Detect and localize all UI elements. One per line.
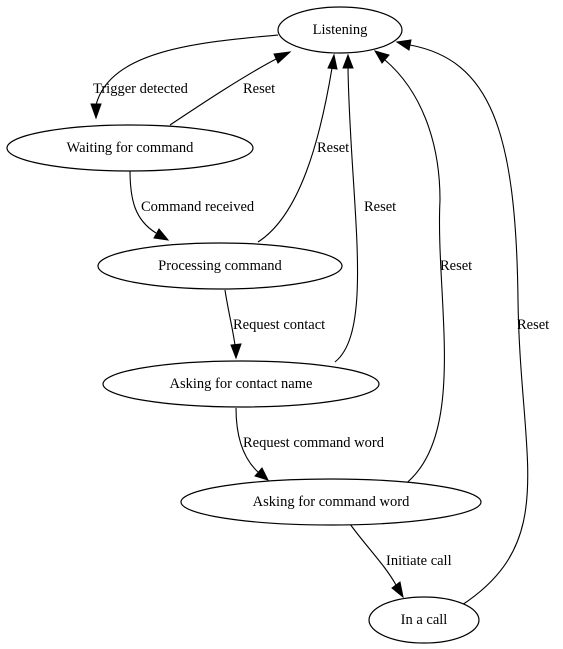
node-asking-command-word: Asking for command word [180,478,482,526]
node-processing-label: Processing command [158,258,282,274]
edge-processing-to-listening-reset [257,53,338,243]
edge-label-request-command-word: Request command word [243,435,385,451]
edge-asking-command-to-in-call [349,523,404,599]
edge-asking-contact-to-listening-reset [334,53,359,363]
edge-label-reset-1: Reset [243,81,275,97]
node-asking-contact-label: Asking for contact name [170,376,313,392]
node-in-call-label: In a call [401,612,448,628]
node-asking-command-label: Asking for command word [253,494,410,510]
edge-waiting-to-processing [129,169,170,241]
edge-waiting-to-listening-reset [169,51,292,126]
node-listening: Listening [277,6,403,54]
edge-asking-command-to-listening-reset [373,50,445,489]
node-asking-contact-name: Asking for contact name [102,360,380,408]
edge-label-reset-4: Reset [440,258,472,274]
node-processing-command: Processing command [97,242,343,290]
edge-processing-to-asking-contact [224,289,242,360]
edge-label-trigger-detected: Trigger detected [93,81,189,97]
edge-label-command-received: Command received [141,199,255,215]
node-in-a-call: In a call [368,596,480,644]
edge-asking-contact-to-asking-command [235,407,269,481]
edge-label-request-contact: Request contact [233,317,325,333]
edge-in-call-to-listening-reset [395,39,529,606]
edge-label-reset-3: Reset [364,199,396,215]
edge-label-reset-2: Reset [317,140,349,156]
edge-label-reset-5: Reset [517,317,549,333]
node-waiting-label: Waiting for command [67,140,195,156]
edge-listening-to-waiting [90,34,279,120]
node-waiting-for-command: Waiting for command [6,124,254,172]
node-listening-label: Listening [313,22,368,38]
edge-label-initiate-call: Initiate call [386,553,452,569]
